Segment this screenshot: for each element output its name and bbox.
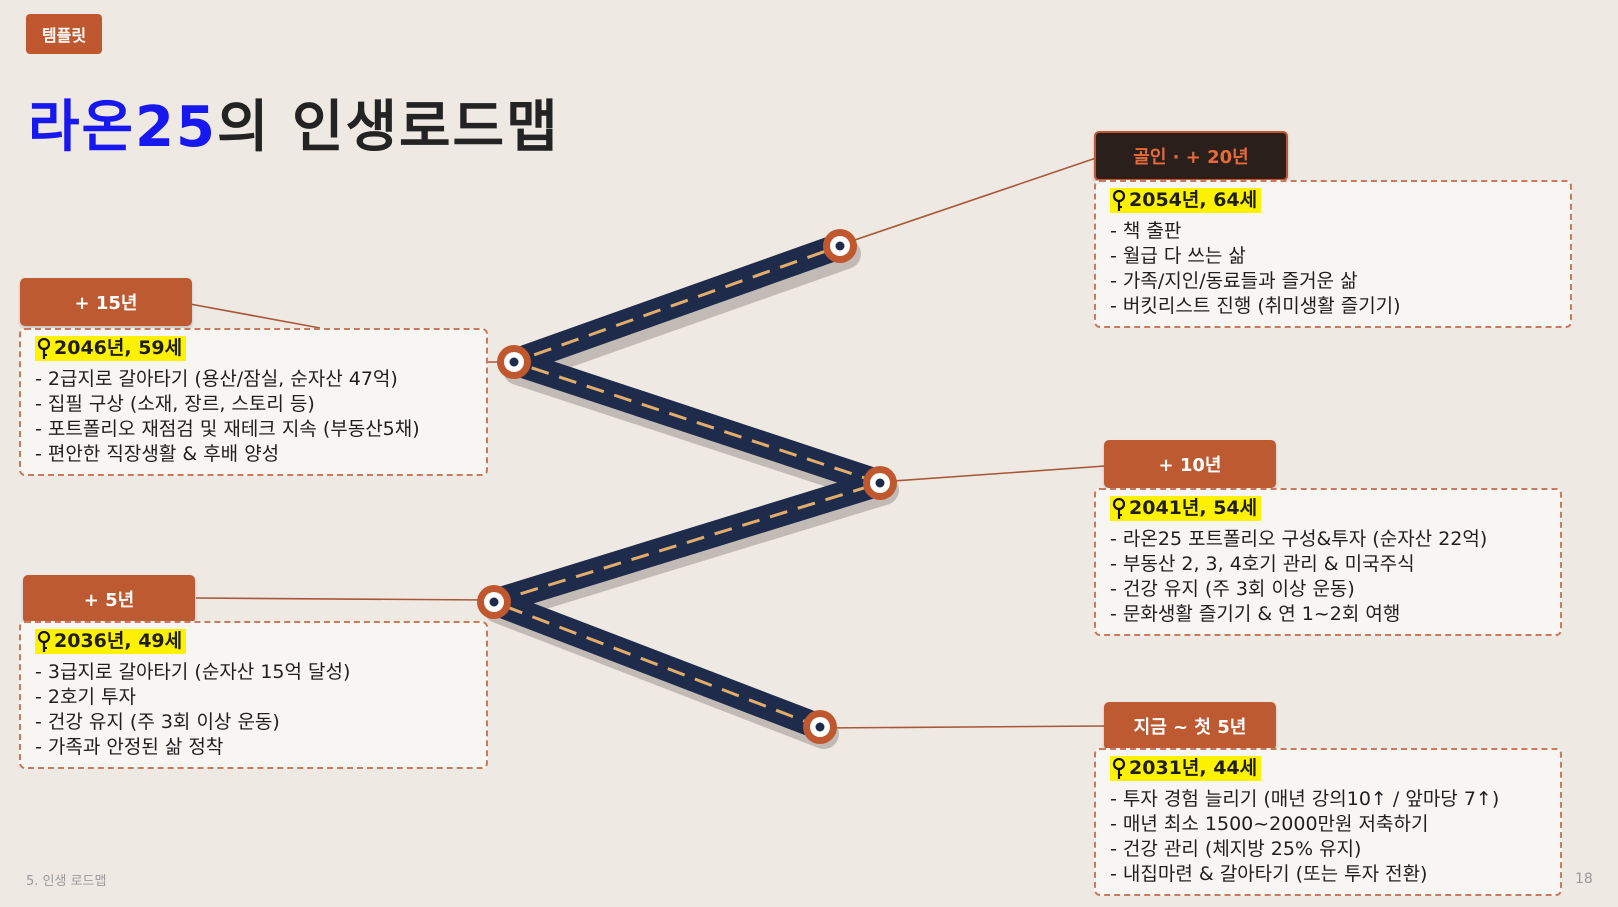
milestone-list-goal: 책 출판 월급 다 쓰는 삶 가족/지인/동료들과 즐거운 삶 버킷리스트 진행… xyxy=(1110,219,1556,319)
year-text: 2031년, 44세 xyxy=(1129,757,1258,779)
list-item: 문화생활 즐기기 & 연 1~2회 여행 xyxy=(1110,602,1546,627)
milestone-year-now: 2031년, 44세 xyxy=(1110,756,1262,781)
year-text: 2046년, 59세 xyxy=(54,337,183,359)
list-item: 건강 유지 (주 3회 이상 운동) xyxy=(1110,577,1546,602)
milestone-label-goal: 골인 · + 20년 xyxy=(1094,131,1288,181)
milestone-year-10y: 2041년, 54세 xyxy=(1110,496,1262,521)
marker-5y xyxy=(477,585,511,619)
template-tag: 템플릿 xyxy=(26,14,102,54)
pin-icon xyxy=(1112,757,1126,779)
list-item: 부동산 2, 3, 4호기 관리 & 미국주식 xyxy=(1110,552,1546,577)
list-item: 포트폴리오 재점검 및 재테크 지속 (부동산5채) xyxy=(35,417,472,442)
list-item: 월급 다 쓰는 삶 xyxy=(1110,244,1556,269)
list-item: 2호기 투자 xyxy=(35,685,472,710)
pin-icon xyxy=(37,630,51,652)
year-text: 2041년, 54세 xyxy=(1129,497,1258,519)
milestone-label-15y: + 15년 xyxy=(20,278,192,326)
road-shadow xyxy=(483,239,899,749)
list-item: 집필 구상 (소재, 장르, 스토리 등) xyxy=(35,392,472,417)
list-item: 가족/지인/동료들과 즐거운 삶 xyxy=(1110,269,1556,294)
title-rest: 의 인생로드맵 xyxy=(216,95,560,160)
page-number: 18 xyxy=(1575,871,1593,887)
list-item: 버킷리스트 진행 (취미생활 즐기기) xyxy=(1110,294,1556,319)
marker-now xyxy=(803,710,837,744)
list-item: 3급지로 갈아타기 (순자산 15억 달성) xyxy=(35,660,472,685)
milestone-list-15y: 2급지로 갈아타기 (용산/잠실, 순자산 47억) 집필 구상 (소재, 장르… xyxy=(35,367,472,467)
year-text: 2054년, 64세 xyxy=(1129,189,1258,211)
milestone-markers xyxy=(477,229,897,744)
marker-15y xyxy=(497,345,531,379)
milestone-list-10y: 라온25 포트폴리오 구성&투자 (순자산 22억) 부동산 2, 3, 4호기… xyxy=(1110,527,1546,627)
list-item: 건강 관리 (체지방 25% 유지) xyxy=(1110,837,1546,862)
milestone-box-15y: 2046년, 59세 2급지로 갈아타기 (용산/잠실, 순자산 47억) 집필… xyxy=(19,328,488,476)
milestone-year-15y: 2046년, 59세 xyxy=(35,336,187,361)
list-item: 편안한 직장생활 & 후배 양성 xyxy=(35,442,472,467)
milestone-box-goal: 2054년, 64세 책 출판 월급 다 쓰는 삶 가족/지인/동료들과 즐거운… xyxy=(1094,180,1572,328)
milestone-year-goal: 2054년, 64세 xyxy=(1110,188,1262,213)
road-center-dashes xyxy=(492,244,882,729)
page-title: 라온25의 인생로드맵 xyxy=(28,82,560,163)
milestone-label-now: 지금 ~ 첫 5년 xyxy=(1104,702,1276,750)
milestone-box-5y: 2036년, 49세 3급지로 갈아타기 (순자산 15억 달성) 2호기 투자… xyxy=(19,621,488,769)
pin-icon xyxy=(1112,189,1126,211)
milestone-list-now: 투자 경험 늘리기 (매년 강의10↑ / 앞마당 7↑) 매년 최소 1500… xyxy=(1110,787,1546,887)
list-item: 내집마련 & 갈아타기 (또는 투자 전환) xyxy=(1110,862,1546,887)
milestone-year-5y: 2036년, 49세 xyxy=(35,629,187,654)
list-item: 가족과 안정된 삶 정착 xyxy=(35,735,472,760)
milestone-box-now: 2031년, 44세 투자 경험 늘리기 (매년 강의10↑ / 앞마당 7↑)… xyxy=(1094,748,1562,896)
list-item: 매년 최소 1500~2000만원 저축하기 xyxy=(1110,812,1546,837)
marker-20y xyxy=(823,229,857,263)
milestone-list-5y: 3급지로 갈아타기 (순자산 15억 달성) 2호기 투자 건강 유지 (주 3… xyxy=(35,660,472,760)
footer-section-label: 5. 인생 로드맵 xyxy=(26,874,107,889)
title-accent: 라온25 xyxy=(28,95,217,160)
road-body xyxy=(481,233,893,740)
pin-icon xyxy=(37,337,51,359)
pin-icon xyxy=(1112,497,1126,519)
list-item: 라온25 포트폴리오 구성&투자 (순자산 22억) xyxy=(1110,527,1546,552)
list-item: 투자 경험 늘리기 (매년 강의10↑ / 앞마당 7↑) xyxy=(1110,787,1546,812)
milestone-label-5y: + 5년 xyxy=(23,575,195,623)
list-item: 건강 유지 (주 3회 이상 운동) xyxy=(35,710,472,735)
milestone-label-10y: + 10년 xyxy=(1104,440,1276,488)
marker-10y xyxy=(863,466,897,500)
milestone-box-10y: 2041년, 54세 라온25 포트폴리오 구성&투자 (순자산 22억) 부동… xyxy=(1094,488,1562,636)
list-item: 책 출판 xyxy=(1110,219,1556,244)
list-item: 2급지로 갈아타기 (용산/잠실, 순자산 47억) xyxy=(35,367,472,392)
year-text: 2036년, 49세 xyxy=(54,630,183,652)
